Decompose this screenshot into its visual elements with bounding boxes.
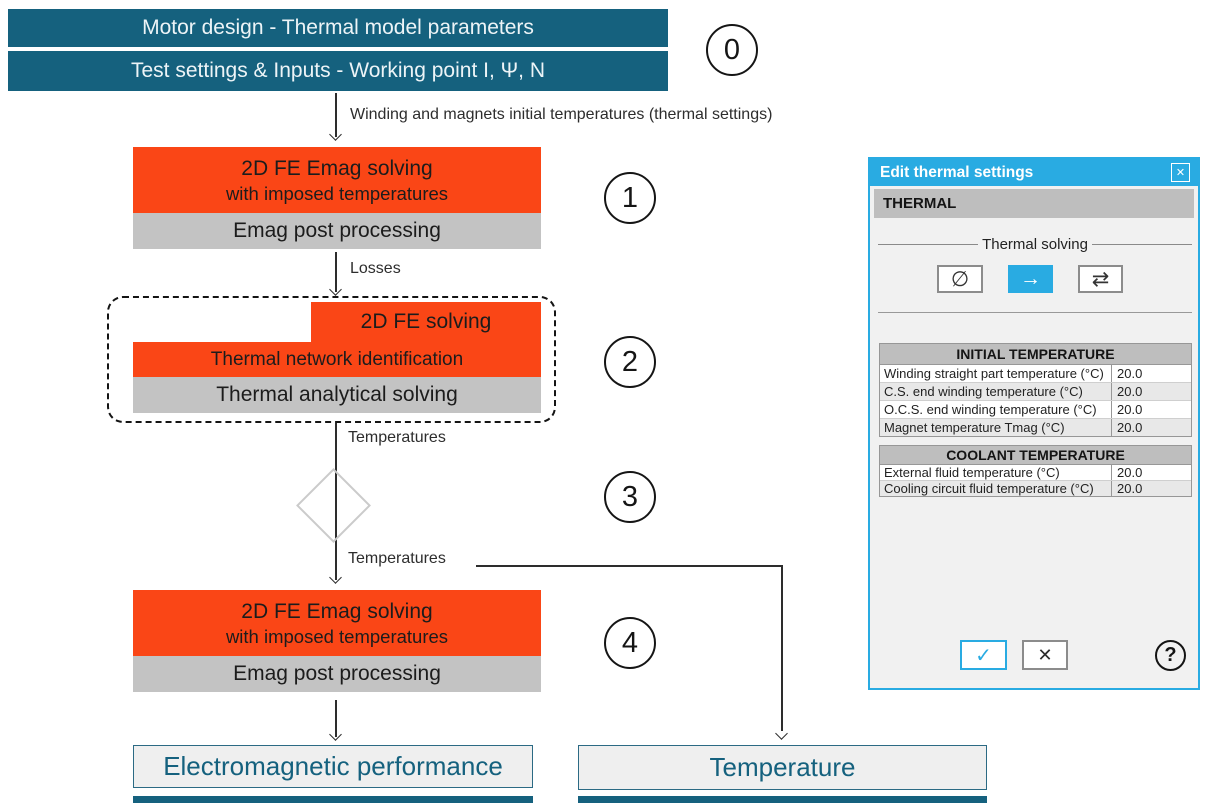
flow-arrow-1-head: [328, 128, 342, 141]
thermal-solving-label: Thermal solving: [982, 235, 1088, 253]
block2-thermal-network-label: Thermal network identification: [210, 348, 464, 370]
iterative-arrows-icon: ⇄: [1091, 267, 1110, 291]
row-value-field[interactable]: 20.0: [1111, 365, 1191, 382]
header-bar-motor-design: Motor design - Thermal model parameters: [8, 9, 668, 47]
coolant-temperature-header: COOLANT TEMPERATURE: [880, 446, 1191, 465]
flow-label-temperatures-mid: Temperatures: [348, 429, 446, 446]
row-label: Winding straight part temperature (°C): [884, 366, 1104, 381]
next-step-bar-sliver-right: [578, 796, 987, 803]
solving-mode-none-button[interactable]: ∅: [937, 265, 983, 293]
flow-arrow-3-line: [335, 423, 337, 580]
block2-thermal-network: Thermal network identification: [133, 342, 541, 377]
block1-line2: with imposed temperatures: [225, 182, 449, 204]
ok-button[interactable]: ✓: [960, 640, 1007, 670]
dialog-close-button[interactable]: ✕: [1171, 163, 1190, 182]
group-line-left: [878, 243, 979, 245]
block4-line2: with imposed temperatures: [225, 625, 449, 647]
row-label: C.S. end winding temperature (°C): [884, 384, 1083, 399]
step-badge-3: 3: [604, 471, 656, 523]
table-row: Magnet temperature Tmag (°C) 20.0: [880, 419, 1191, 436]
table-row: External fluid temperature (°C) 20.0: [880, 465, 1191, 481]
cancel-button[interactable]: ✕: [1022, 640, 1068, 670]
question-mark-icon: ?: [1164, 644, 1177, 666]
thermal-solving-group-label: Thermal solving: [878, 235, 1192, 253]
checkmark-icon: ✓: [975, 644, 992, 667]
step-badge-1: 1: [604, 172, 656, 224]
step-badge-4: 4: [604, 617, 656, 669]
flow-label-losses: Losses: [350, 260, 401, 277]
row-value-field[interactable]: 20.0: [1111, 419, 1191, 436]
row-value-field[interactable]: 20.0: [1111, 481, 1191, 496]
dialog-title-bar[interactable]: Edit thermal settings ✕: [870, 159, 1198, 186]
table-row: Winding straight part temperature (°C) 2…: [880, 365, 1191, 383]
step-badge-0: 0: [706, 24, 758, 76]
flow-branch-head: [774, 727, 788, 740]
flow-arrow-3-head: [328, 571, 342, 584]
edit-thermal-settings-dialog: Edit thermal settings ✕ THERMAL Thermal …: [868, 157, 1200, 690]
block4-emag-post-processing: Emag post processing: [133, 656, 541, 692]
block2-fe-solving-label: 2D FE solving: [360, 310, 492, 333]
block1-emag-solving: 2D FE Emag solving with imposed temperat…: [133, 147, 541, 213]
block2-thermal-analytical: Thermal analytical solving: [133, 377, 541, 413]
row-value-field[interactable]: 20.0: [1111, 401, 1191, 418]
solving-mode-iterative-button[interactable]: ⇄: [1078, 265, 1123, 293]
block4-line1: 2D FE Emag solving: [241, 599, 433, 623]
dialog-title: Edit thermal settings: [880, 163, 1034, 181]
flow-arrow-5-head: [328, 728, 342, 741]
row-label: O.C.S. end winding temperature (°C): [884, 402, 1097, 417]
dialog-separator: [878, 312, 1192, 313]
block1-emag-post-processing: Emag post processing: [133, 213, 541, 249]
table-row: O.C.S. end winding temperature (°C) 20.0: [880, 401, 1191, 419]
flow-branch-vline: [781, 565, 783, 731]
block4-emag-solving: 2D FE Emag solving with imposed temperat…: [133, 590, 541, 656]
one-way-arrow-icon: →: [1020, 267, 1041, 290]
flow-label-initial-temperatures: Winding and magnets initial temperatures…: [350, 106, 773, 123]
decision-diamond: [296, 468, 371, 543]
solving-mode-one-way-button[interactable]: →: [1008, 265, 1053, 293]
section-header-thermal: THERMAL: [874, 189, 1194, 218]
initial-temperature-table: INITIAL TEMPERATURE Winding straight par…: [879, 343, 1192, 437]
output-box-emag-performance: Electromagnetic performance: [133, 745, 533, 788]
output-box-temperature: Temperature: [578, 745, 987, 790]
row-value-field[interactable]: 20.0: [1111, 383, 1191, 400]
row-label: Cooling circuit fluid temperature (°C): [884, 481, 1094, 496]
flow-arrow-1-line: [335, 93, 337, 137]
table-row: Cooling circuit fluid temperature (°C) 2…: [880, 481, 1191, 496]
flow-arrow-5-line: [335, 700, 337, 737]
header-bar-test-settings: Test settings & Inputs - Working point I…: [8, 51, 668, 91]
next-step-bar-sliver-left: [133, 796, 533, 803]
row-label: Magnet temperature Tmag (°C): [884, 420, 1065, 435]
help-button[interactable]: ?: [1155, 640, 1186, 671]
close-icon: ✕: [1175, 167, 1186, 179]
row-label: External fluid temperature (°C): [884, 465, 1060, 480]
flow-branch-hline: [476, 565, 782, 567]
row-value-field[interactable]: 20.0: [1111, 465, 1191, 480]
group-line-right: [1091, 243, 1192, 245]
flow-arrow-2-line: [335, 252, 337, 292]
initial-temperature-header: INITIAL TEMPERATURE: [880, 344, 1191, 365]
block2-fe-solving: 2D FE solving: [311, 302, 541, 342]
table-row: C.S. end winding temperature (°C) 20.0: [880, 383, 1191, 401]
no-solving-icon: ∅: [950, 267, 970, 291]
coolant-temperature-table: COOLANT TEMPERATURE External fluid tempe…: [879, 445, 1192, 497]
cross-icon: ✕: [1037, 644, 1053, 665]
flow-arrow-2-head: [328, 283, 342, 296]
flow-label-temperatures-out: Temperatures: [348, 550, 446, 567]
step-badge-2: 2: [604, 336, 656, 388]
block1-line1: 2D FE Emag solving: [241, 156, 433, 180]
